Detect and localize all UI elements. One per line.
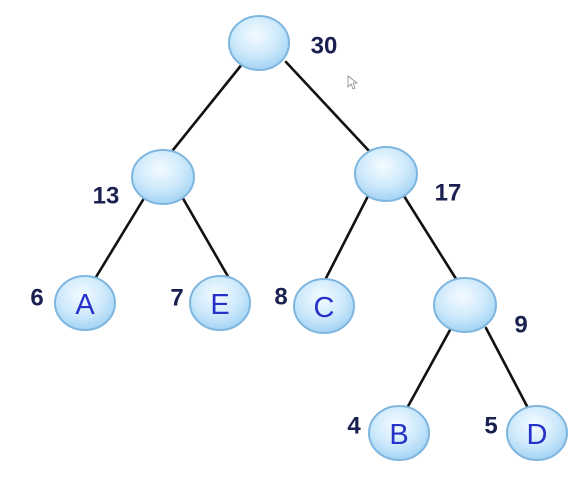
node-ellipse [433,277,497,333]
node-label: A [75,289,95,321]
node-label: C [314,292,335,324]
node-weight-e: 7 [170,285,183,312]
node-weight-13: 13 [93,183,120,210]
node-ellipse [368,405,430,461]
tree-leaf-e: E [189,275,251,331]
node-ellipse [54,275,116,331]
tree-node-17 [354,146,418,202]
tree-node-root [228,15,290,71]
edge-n17-n9 [402,194,460,284]
node-label: B [389,419,408,451]
node-label: E [210,289,229,321]
node-weight-a: 6 [30,285,43,312]
edge-n17-c [320,194,370,288]
tree-edges [91,60,531,412]
node-ellipse [131,149,195,205]
tree-leaf-b: B [368,405,430,461]
edge-n13-a [91,193,148,284]
node-weight-c: 8 [274,284,287,311]
edge-n9-d [484,326,531,412]
tree-leaf-c: C [293,278,355,334]
node-ellipse [228,15,290,71]
node-weight-d: 5 [484,413,497,440]
node-label: D [527,419,548,451]
edge-root-n17 [284,60,372,154]
tree-leaf-a: A [54,275,116,331]
tree-node-9 [433,277,497,333]
edge-root-n13 [171,61,245,152]
edge-n9-b [404,328,452,412]
node-ellipse [293,278,355,334]
node-ellipse [354,146,418,202]
node-ellipse [189,275,251,331]
tree-node-13 [131,149,195,205]
edge-n13-e [179,193,232,282]
node-weight-17: 17 [435,180,462,207]
node-weight-b: 4 [347,413,361,440]
mouse-pointer-icon [347,75,359,90]
tree-leaf-d: D [506,405,568,461]
node-ellipse [506,405,568,461]
node-weight-root: 30 [311,33,338,60]
node-weight-9: 9 [514,312,527,339]
